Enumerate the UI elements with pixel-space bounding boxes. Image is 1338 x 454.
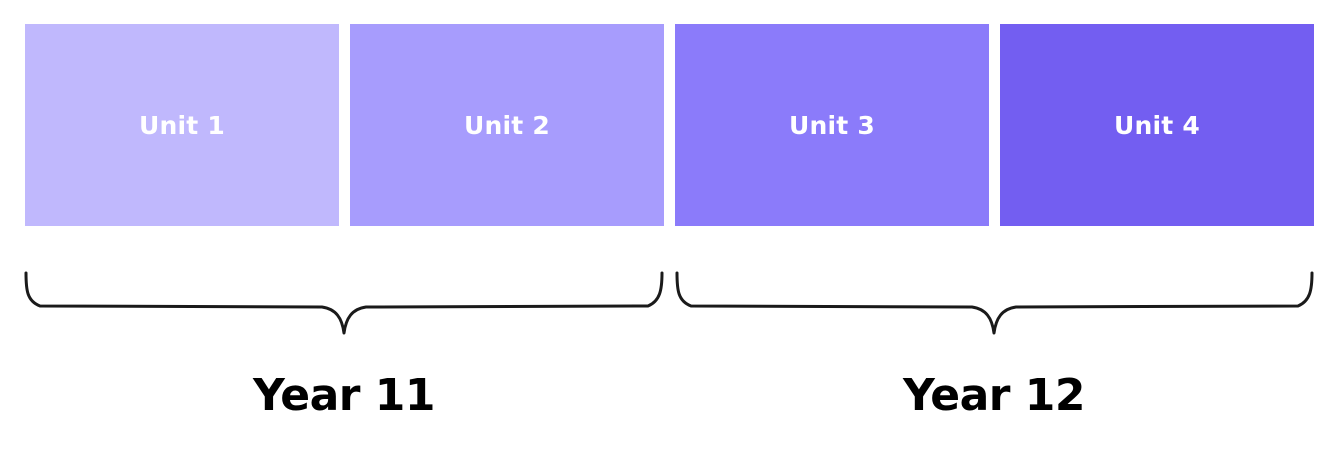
unit-1-label: Unit 1 — [139, 110, 225, 140]
unit-3-label: Unit 3 — [789, 110, 875, 140]
unit-1-block: Unit 1 — [25, 24, 339, 226]
year-11-brace — [24, 271, 664, 335]
unit-4-block: Unit 4 — [1000, 24, 1314, 226]
year-11-label: Year 11 — [252, 369, 436, 421]
unit-4-label: Unit 4 — [1114, 110, 1200, 140]
unit-2-block: Unit 2 — [350, 24, 664, 226]
unit-3-block: Unit 3 — [675, 24, 989, 226]
year-12-label: Year 12 — [902, 369, 1086, 421]
year-12-brace — [675, 271, 1314, 335]
unit-2-label: Unit 2 — [464, 110, 550, 140]
